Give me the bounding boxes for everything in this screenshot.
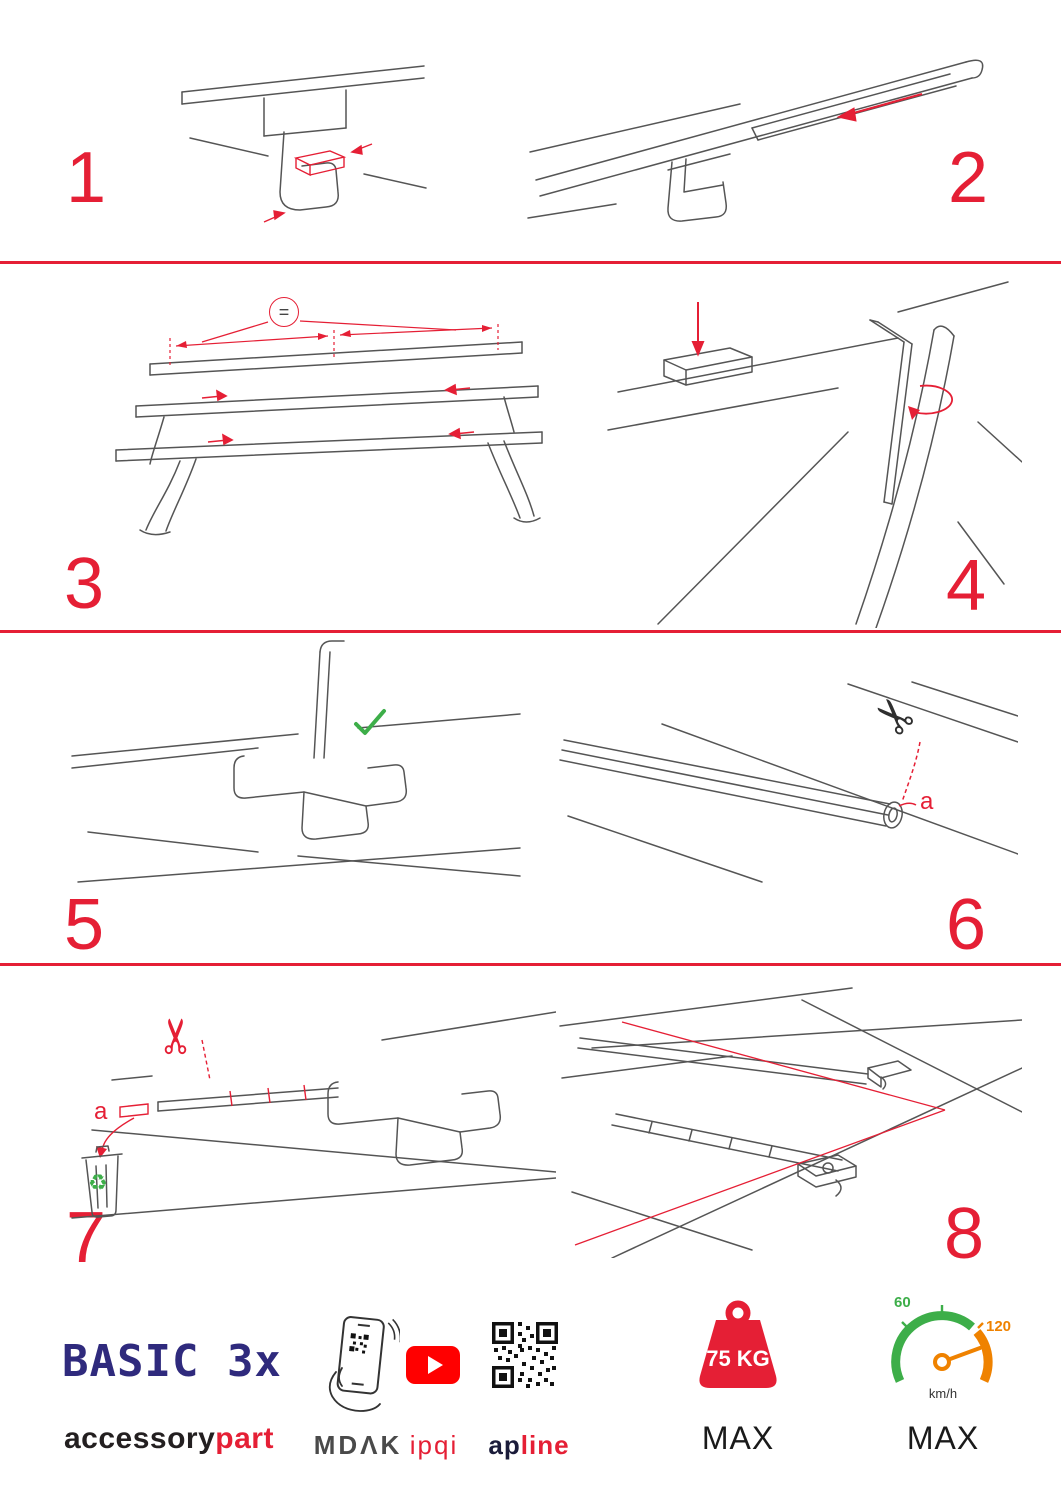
step-4-panel: [598, 272, 1022, 628]
step-1-drawing: [181, 65, 427, 223]
youtube-icon: [406, 1346, 460, 1384]
partner-ipqi-label: ipqi: [409, 1430, 459, 1460]
divider-row-2: [0, 630, 1061, 633]
equal-spacing-label: =: [278, 301, 290, 322]
brand-first: accessory: [64, 1422, 216, 1455]
phone-qr-icon: [316, 1314, 400, 1414]
insert-arrow: [263, 143, 373, 223]
rotate-arrow: [913, 384, 953, 415]
step-3-number: 3: [64, 544, 105, 624]
cut-piece-highlight: [101, 1103, 149, 1151]
max-speed-label: MAX: [906, 1420, 980, 1456]
speed-high-label: 120: [986, 1318, 1012, 1335]
step-6-drawing: [559, 681, 1018, 883]
step-1-panel: [168, 52, 440, 240]
qr-code-icon: [492, 1322, 558, 1388]
recycle-icon: ♻: [88, 1170, 108, 1195]
play-triangle: [427, 1356, 443, 1374]
adjust-arrows: [201, 383, 475, 446]
speed-unit-label: km/h: [928, 1386, 958, 1401]
step-4-drawing: [607, 281, 1022, 628]
equal-spacing-badge: =: [269, 297, 299, 327]
step-2-drawing: [527, 59, 984, 222]
step-7-panel: [52, 982, 556, 1244]
step-7-drawing: [71, 1011, 556, 1219]
check-icon: [354, 709, 386, 735]
step-8-drawing: [559, 987, 1022, 1258]
dimension-arrowheads: [176, 325, 492, 348]
step-7-number: 7: [66, 1198, 107, 1278]
brand-second: part: [215, 1422, 274, 1455]
rotate-arrowhead: [908, 406, 920, 420]
partner-apline-label: apline: [484, 1430, 574, 1461]
max-weight-label: MAX: [701, 1420, 775, 1456]
step-3-panel: [52, 278, 548, 568]
cut-label-a-step7: a: [94, 1098, 108, 1125]
cut-label-a-step6: a: [920, 788, 934, 815]
step-2-panel: [520, 22, 1012, 240]
product-name: BASIC 3x: [62, 1336, 282, 1387]
max-weight-value: 75 KG: [706, 1346, 770, 1371]
step-6-number: 6: [946, 885, 987, 965]
divider-row-1: [0, 261, 1061, 264]
step-1-number: 1: [66, 138, 107, 218]
step-4-number: 4: [946, 546, 987, 626]
speedometer-icon: [880, 1290, 1006, 1408]
divider-row-3: [0, 963, 1061, 966]
step-3-drawing: [115, 320, 543, 536]
step-5-drawing: [71, 640, 521, 883]
partner-mdak-label: MDΛK: [313, 1430, 403, 1460]
speed-low-label: 60: [894, 1294, 911, 1311]
cut-guide: [898, 741, 921, 807]
step-5-number: 5: [64, 885, 105, 965]
strap-cord-lines: [574, 1021, 946, 1246]
slide-direction-arrow: [836, 92, 923, 122]
step-2-number: 2: [948, 138, 989, 218]
step-5-panel: [58, 636, 534, 908]
scissors-red-icon: ✂: [151, 1015, 205, 1057]
pin-insert-arrow: [691, 302, 705, 357]
equal-spacing-dimension: [169, 320, 499, 366]
apline-second: line: [520, 1430, 570, 1460]
step-8-panel: [552, 982, 1022, 1258]
brand-logo: accessorypart: [64, 1422, 274, 1456]
step-8-number: 8: [944, 1194, 985, 1274]
rubber-pad-highlight: [293, 150, 347, 177]
max-weight-icon: [680, 1296, 796, 1398]
apline-first: ap: [488, 1430, 521, 1460]
discard-arrowhead: [96, 1146, 107, 1158]
step-6-panel: [552, 676, 1018, 910]
measure-ticks: [201, 1039, 307, 1107]
trash-icon: [81, 1145, 123, 1218]
